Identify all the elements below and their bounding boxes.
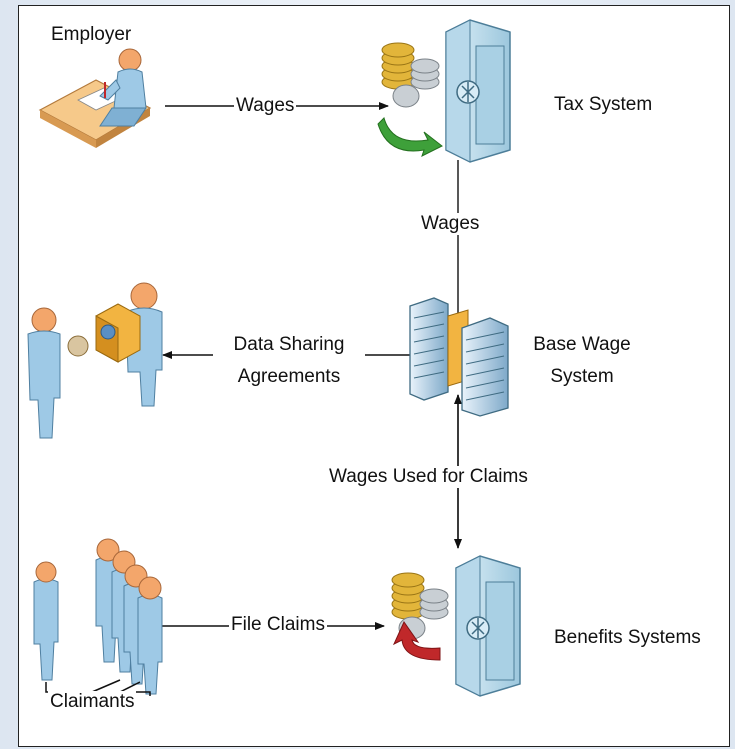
partner-people-icon xyxy=(27,282,163,439)
base-server-icon xyxy=(409,297,509,417)
tax-coins-icon xyxy=(381,42,440,108)
benefits-vault-icon xyxy=(455,555,521,697)
edge-label-base-benefits: Wages Used for Claims xyxy=(327,466,530,488)
benefits-systems-label: Benefits Systems xyxy=(552,627,703,649)
edge-label-base-partner-line2: Agreements xyxy=(213,366,365,388)
edge-label-base-partner-line1: Data Sharing xyxy=(213,334,365,356)
employer-label: Employer xyxy=(49,24,134,46)
edge-label-tax-base: Wages xyxy=(419,213,482,235)
benefits-red-arrow-icon xyxy=(392,620,441,661)
base-wage-system-label-line2: System xyxy=(525,366,639,388)
claimants-icon xyxy=(33,538,163,704)
tax-vault-icon xyxy=(445,19,511,163)
edge-label-employer-tax: Wages xyxy=(234,95,297,117)
employer-icon xyxy=(38,48,152,148)
edge-label-claimants-benefits: File Claims xyxy=(229,614,327,636)
tax-system-label: Tax System xyxy=(552,94,655,116)
base-wage-system-label-line1: Base Wage xyxy=(525,334,639,356)
claimants-label: Claimants xyxy=(48,691,137,713)
tax-green-arrow-icon xyxy=(377,117,443,157)
